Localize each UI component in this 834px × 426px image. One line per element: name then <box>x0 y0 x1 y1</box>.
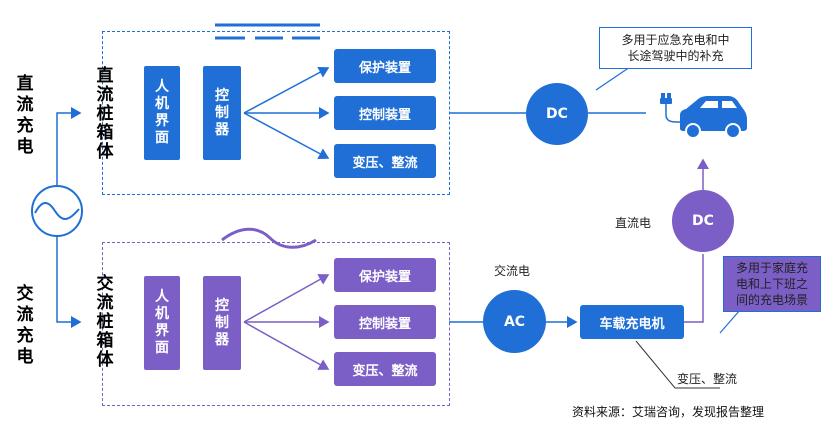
dc-callout-line-2: 长途驾驶中的补充 <box>627 49 724 63</box>
dc-pile-title: 直流桩箱体 <box>96 66 114 162</box>
ac-module-control: 控制装置 <box>334 305 436 339</box>
dc-fanout-arrows <box>243 66 330 160</box>
dc-module-protect: 保护装置 <box>334 49 436 83</box>
ac-controller-block: 控制器 <box>203 276 241 370</box>
ac-callout-pointer <box>719 309 741 334</box>
source-note: 资料来源：艾瑞咨询，发现报告整理 <box>572 405 765 419</box>
dc-callout-line-1: 多用于应急充电和中 <box>621 33 730 47</box>
dc-charging-label: 直流充电 <box>16 74 34 157</box>
ac-callout-line-2: 电和上下班之 <box>735 277 808 291</box>
transform-note-leader <box>635 340 720 389</box>
dc-symbol-icon <box>215 23 320 40</box>
dc-controller-block: 控制器 <box>203 66 241 160</box>
ac-source-icon <box>31 185 83 237</box>
transform-note: 变压、整流 <box>677 372 738 386</box>
ac-callout-line-1: 多用于家庭充 <box>735 261 808 275</box>
dc-module-transform: 变压、整流 <box>334 144 436 178</box>
ac-callout-line-3: 间的充电场景 <box>735 293 808 307</box>
dc-callout-pointer <box>595 66 631 91</box>
ac-usage-callout: 多用于家庭充 电和上下班之 间的充电场景 <box>723 256 821 312</box>
dc-small-node: DC <box>672 190 734 252</box>
dc-hmi-label: 人机界面 <box>155 79 169 146</box>
dc-controller-label: 控制器 <box>215 87 229 138</box>
ac-pile-title: 交流桩箱体 <box>96 274 114 370</box>
dc-hmi-block: 人机界面 <box>144 66 180 160</box>
ac-controller-label: 控制器 <box>215 297 229 348</box>
car-icon <box>660 93 747 139</box>
ac-main-node: AC <box>483 290 546 353</box>
ac-power-note: 交流电 <box>494 264 531 278</box>
ac-charging-label: 交流充电 <box>16 284 34 367</box>
dc-main-node: DC <box>526 83 588 145</box>
dc-pile-box <box>102 31 450 195</box>
ac-module-transform: 变压、整流 <box>334 352 436 386</box>
ac-hmi-block: 人机界面 <box>144 276 180 370</box>
ac-symbol-icon <box>221 227 317 249</box>
source-branch-lines <box>56 107 82 328</box>
charger-to-dc-line <box>684 254 704 323</box>
ac-module-protect: 保护装置 <box>334 258 436 292</box>
ac-hmi-label: 人机界面 <box>155 289 169 356</box>
ac-fanout-arrows <box>243 274 330 370</box>
onboard-charger-block: 车载充电机 <box>580 305 684 339</box>
dc-usage-callout: 多用于应急充电和中 长途驾驶中的补充 <box>599 27 752 69</box>
ac-pile-box <box>102 242 450 406</box>
dc-power-note: 直流电 <box>615 216 652 230</box>
dc-module-control: 控制装置 <box>334 96 436 130</box>
